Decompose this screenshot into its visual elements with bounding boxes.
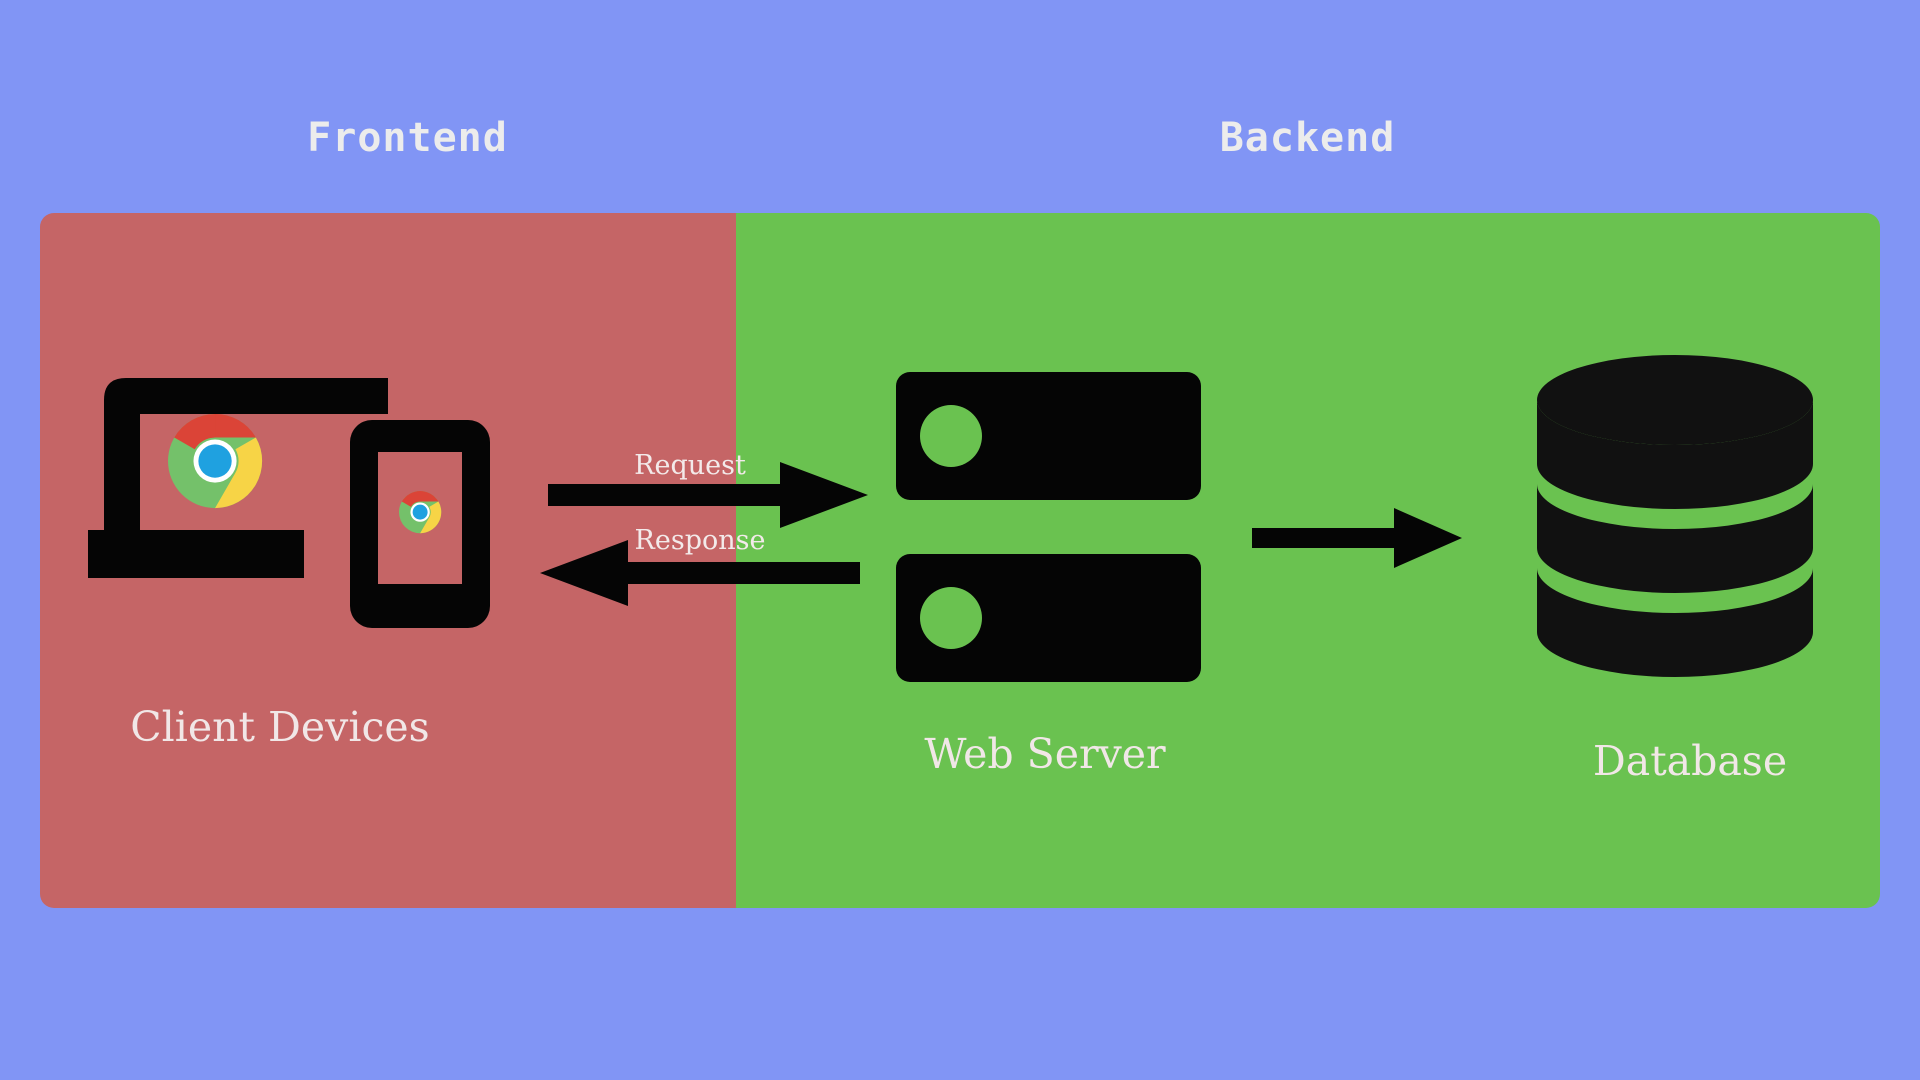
backend-section-title: Backend xyxy=(1219,115,1396,161)
server-led-top-icon xyxy=(920,405,982,467)
frontend-section-title: Frontend xyxy=(307,115,508,161)
server-to-database-arrow-icon xyxy=(1252,508,1462,568)
web-server-label: Web Server xyxy=(924,730,1166,778)
response-flow-label: Response xyxy=(634,525,766,556)
server-rack-icon xyxy=(896,372,1201,682)
server-unit-top-icon xyxy=(896,372,1201,500)
laptop-base-icon xyxy=(88,530,304,578)
laptop-frame-top-icon xyxy=(104,378,388,530)
laptop-and-phone-with-chrome-icon xyxy=(88,378,508,653)
request-flow-label: Request xyxy=(634,450,746,481)
chrome-logo-small-icon xyxy=(399,490,442,534)
database-cylinder-icon xyxy=(1521,350,1829,680)
chrome-logo-large-icon xyxy=(168,414,263,509)
request-arrow-icon xyxy=(548,462,868,528)
database-label: Database xyxy=(1592,737,1788,785)
client-devices-label: Client Devices xyxy=(130,703,430,751)
database-body-icon xyxy=(1537,355,1813,677)
server-unit-bottom-icon xyxy=(896,554,1201,682)
response-arrow-icon xyxy=(540,540,860,606)
server-led-bottom-icon xyxy=(920,587,982,649)
